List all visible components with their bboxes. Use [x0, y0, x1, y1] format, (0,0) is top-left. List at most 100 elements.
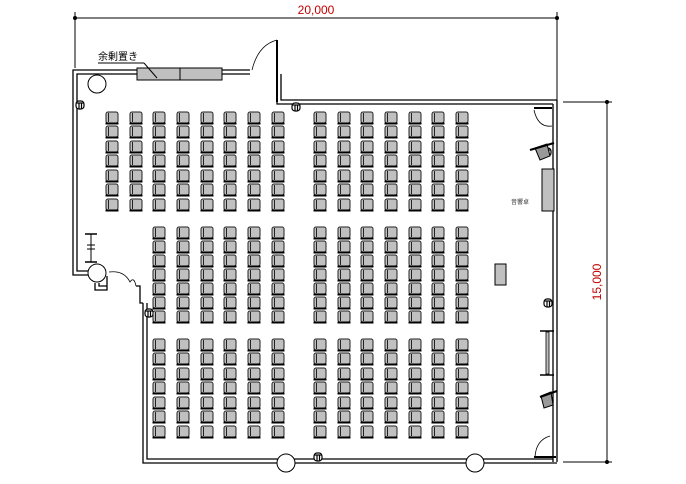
- chair: [271, 198, 285, 212]
- chair: [152, 111, 166, 125]
- chair: [337, 125, 351, 139]
- chair: [360, 352, 374, 366]
- chair: [431, 282, 445, 296]
- chair: [247, 410, 261, 424]
- chair: [313, 268, 327, 282]
- chair: [360, 296, 374, 310]
- chair: [455, 140, 469, 154]
- chair: [271, 296, 285, 310]
- chair: [176, 226, 190, 240]
- chair: [200, 254, 214, 268]
- chair: [313, 111, 327, 125]
- chair: [223, 310, 237, 324]
- chair: [337, 282, 351, 296]
- chair: [223, 226, 237, 240]
- podium: [494, 263, 507, 286]
- chair: [176, 338, 190, 352]
- chair: [271, 310, 285, 324]
- chair: [176, 352, 190, 366]
- chair: [455, 198, 469, 212]
- chair: [431, 396, 445, 410]
- chair: [200, 410, 214, 424]
- chair: [360, 338, 374, 352]
- chair: [431, 111, 445, 125]
- chair: [337, 310, 351, 324]
- seating: [105, 111, 469, 439]
- chair: [223, 425, 237, 439]
- chair: [152, 240, 166, 254]
- chair: [337, 268, 351, 282]
- chair: [337, 183, 351, 197]
- chair: [360, 381, 374, 395]
- chair: [271, 425, 285, 439]
- chair: [176, 183, 190, 197]
- chair: [200, 338, 214, 352]
- chair: [200, 381, 214, 395]
- chair: [360, 198, 374, 212]
- chair: [223, 410, 237, 424]
- chair: [455, 352, 469, 366]
- chair: [152, 338, 166, 352]
- chair: [431, 183, 445, 197]
- chair: [247, 268, 261, 282]
- chair: [408, 198, 422, 212]
- chair: [200, 226, 214, 240]
- chair: [152, 154, 166, 168]
- chair: [337, 140, 351, 154]
- chair: [431, 425, 445, 439]
- chair: [200, 154, 214, 168]
- storage-arrow: [143, 62, 158, 79]
- chair: [408, 154, 422, 168]
- chair: [176, 125, 190, 139]
- chair: [247, 183, 261, 197]
- chair: [313, 425, 327, 439]
- chair: [223, 154, 237, 168]
- chair: [455, 268, 469, 282]
- chair: [200, 425, 214, 439]
- chair: [313, 240, 327, 254]
- chair: [313, 125, 327, 139]
- chair: [337, 410, 351, 424]
- chair: [176, 310, 190, 324]
- chair: [152, 226, 166, 240]
- chair: [455, 154, 469, 168]
- chair: [337, 425, 351, 439]
- chair: [313, 169, 327, 183]
- chair: [313, 338, 327, 352]
- chair: [176, 140, 190, 154]
- chair: [408, 338, 422, 352]
- chair: [360, 310, 374, 324]
- chair: [271, 154, 285, 168]
- chair: [455, 226, 469, 240]
- height-dimension: [563, 100, 612, 464]
- chair: [384, 268, 398, 282]
- chair: [223, 125, 237, 139]
- chair: [455, 381, 469, 395]
- chair: [271, 282, 285, 296]
- chair: [271, 268, 285, 282]
- chair: [313, 310, 327, 324]
- chair: [455, 282, 469, 296]
- chair: [431, 338, 445, 352]
- chair: [431, 169, 445, 183]
- chair: [271, 396, 285, 410]
- chair: [105, 140, 119, 154]
- height-dimension-label: 15,000: [590, 263, 604, 300]
- chair: [360, 282, 374, 296]
- chair: [152, 410, 166, 424]
- width-dimension: [73, 12, 559, 100]
- chair: [337, 296, 351, 310]
- chair: [129, 125, 143, 139]
- chair: [431, 410, 445, 424]
- chair: [176, 240, 190, 254]
- chair: [105, 111, 119, 125]
- chair: [408, 396, 422, 410]
- chair: [384, 396, 398, 410]
- chair: [337, 111, 351, 125]
- pillars: [87, 74, 485, 473]
- chair: [247, 198, 261, 212]
- rack-icon: [85, 233, 97, 263]
- chair: [200, 183, 214, 197]
- chair: [200, 310, 214, 324]
